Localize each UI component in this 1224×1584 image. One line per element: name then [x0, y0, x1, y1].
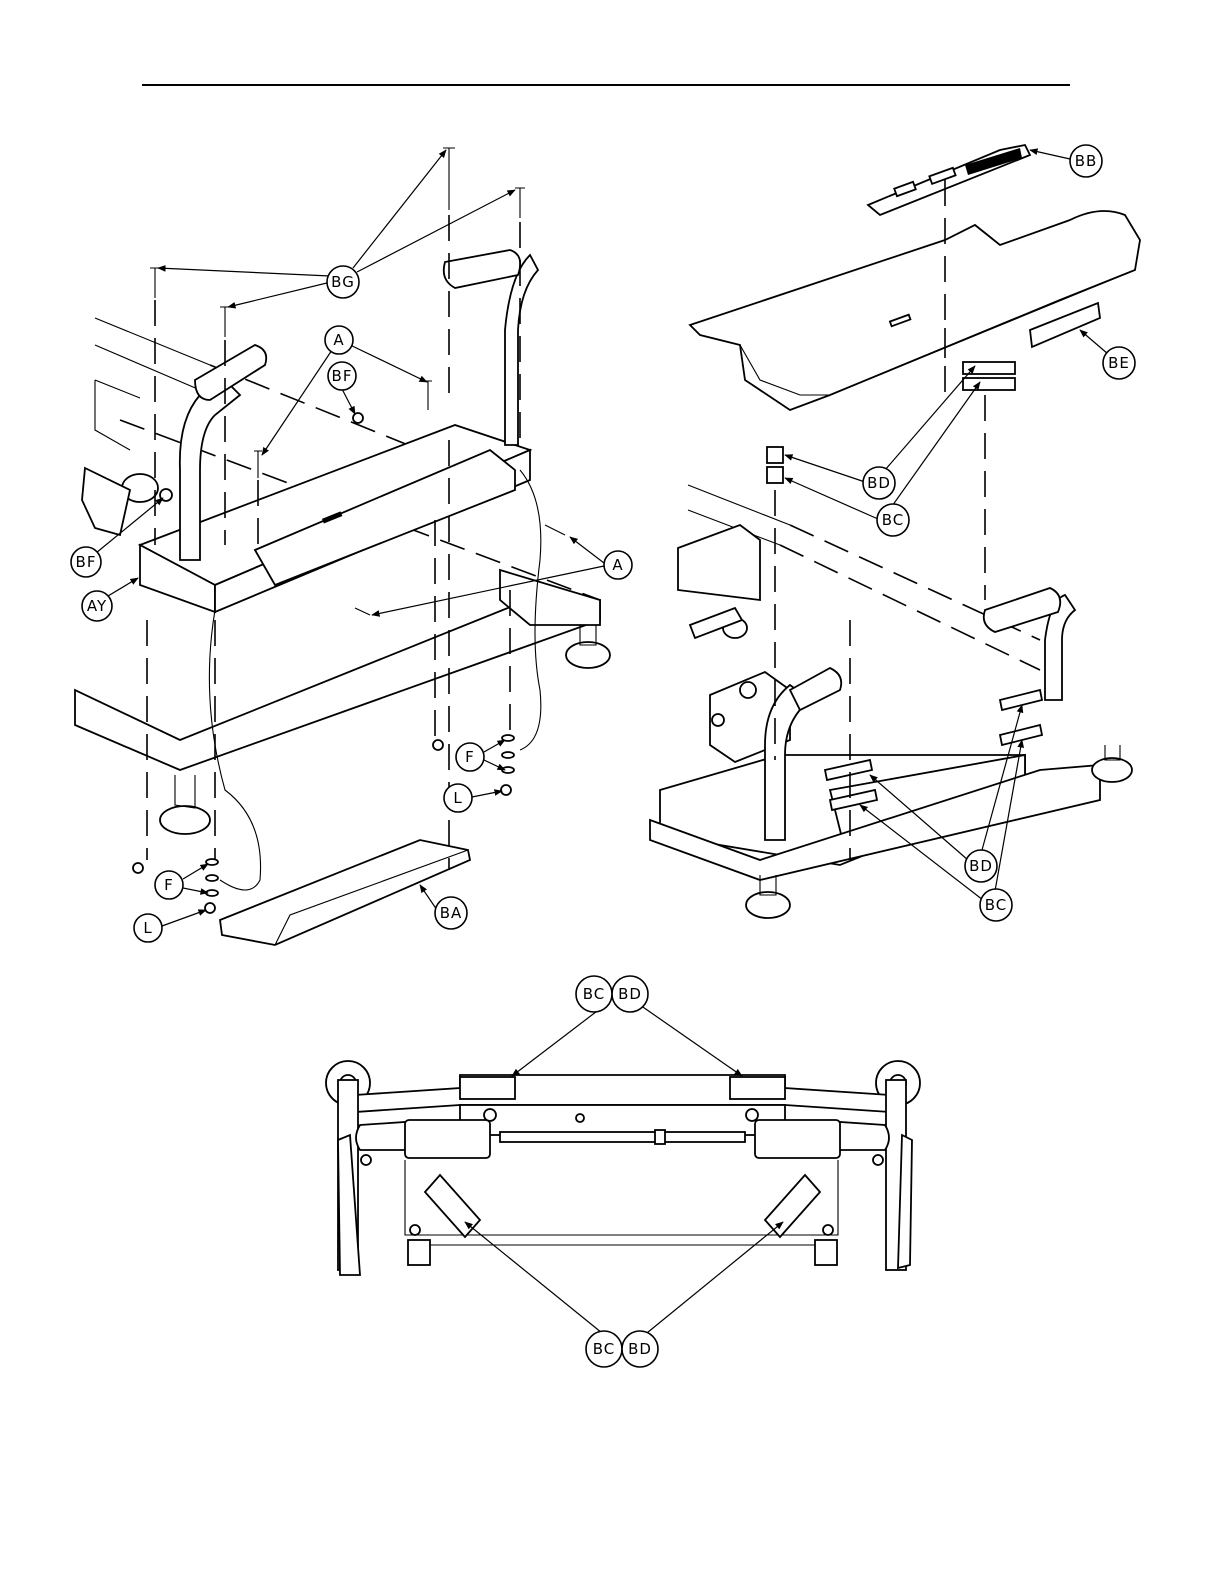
svg-text:BD: BD [867, 474, 891, 492]
callout-l-right: L [444, 784, 472, 812]
callout-f-left: F [155, 871, 183, 899]
svg-text:BA: BA [440, 904, 463, 922]
callout-l-left: L [134, 914, 162, 942]
svg-text:F: F [465, 748, 475, 766]
svg-text:BC: BC [583, 985, 606, 1003]
svg-text:BC: BC [882, 511, 905, 529]
callout-bc-front-top: BC [576, 976, 612, 1012]
svg-text:BB: BB [1075, 152, 1098, 170]
svg-text:BC: BC [985, 896, 1008, 914]
svg-text:BD: BD [618, 985, 642, 1003]
svg-text:AY: AY [87, 597, 107, 615]
svg-text:F: F [164, 876, 174, 894]
callout-f-right: F [456, 743, 484, 771]
callout-be: BE [1103, 347, 1135, 379]
svg-text:BF: BF [76, 553, 97, 571]
callout-ba: BA [435, 897, 467, 929]
callout-bd-front-bottom: BD [622, 1331, 658, 1367]
callout-bd-right-bottom: BD [965, 850, 997, 882]
svg-text:BG: BG [331, 273, 355, 291]
callout-bf-top: BF [328, 362, 356, 390]
callout-a-right: A [604, 551, 632, 579]
svg-text:A: A [333, 331, 344, 349]
callout-a-top: A [325, 326, 353, 354]
callout-bc-right-bottom: BC [980, 889, 1012, 921]
callout-bb: BB [1070, 145, 1102, 177]
callout-ay: AY [82, 591, 112, 621]
callout-bd-right-top: BD [863, 467, 895, 499]
callout-bc-right-top: BC [877, 504, 909, 536]
svg-text:BC: BC [593, 1340, 616, 1358]
svg-text:A: A [612, 556, 623, 574]
callout-bg: BG [327, 266, 359, 298]
callout-bd-front-top: BD [612, 976, 648, 1012]
svg-text:BD: BD [628, 1340, 652, 1358]
callout-bc-front-bottom: BC [586, 1331, 622, 1367]
svg-text:BD: BD [969, 857, 993, 875]
svg-text:L: L [453, 789, 462, 807]
svg-text:BF: BF [332, 367, 353, 385]
svg-text:BE: BE [1108, 354, 1130, 372]
callout-bf-left: BF [71, 547, 101, 577]
svg-text:L: L [143, 919, 152, 937]
bottom-front-view [326, 1061, 920, 1275]
